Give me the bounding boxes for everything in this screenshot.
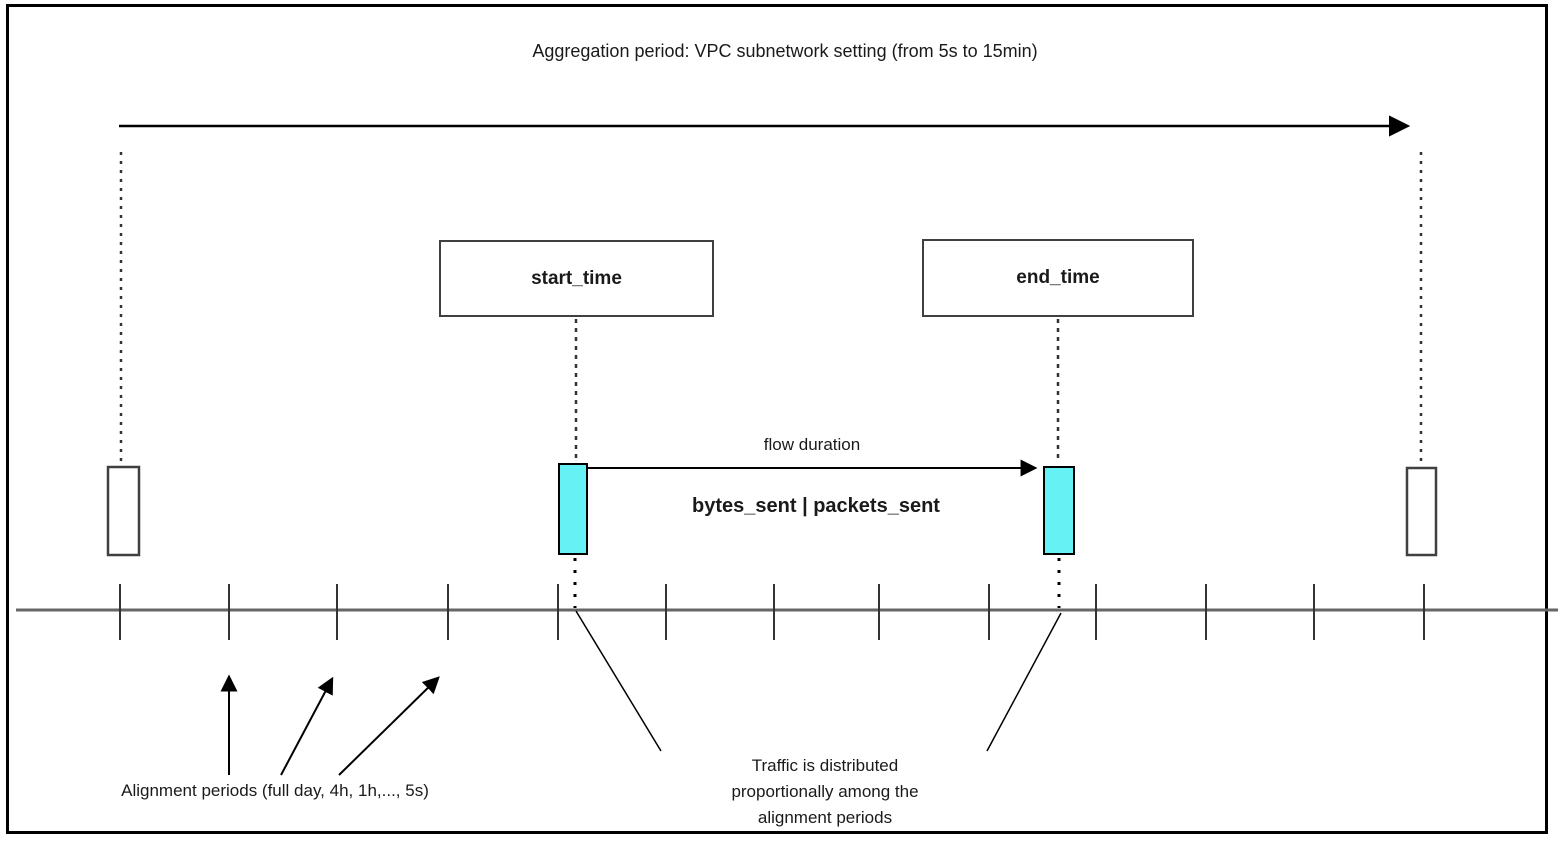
start-callout-line: [575, 610, 662, 752]
diagram-title: Aggregation period: VPC subnetwork setti…: [532, 41, 1038, 61]
left-edge-marker: [106, 465, 141, 557]
alignment-period-ticks: [119, 584, 1425, 640]
traffic-note-line: alignment periods: [757, 808, 893, 827]
alignment-periods-label: Alignment periods (full day, 4h, 1h,...,…: [121, 781, 429, 800]
traffic-distribution-note: Traffic is distributed proportionally am…: [675, 753, 975, 831]
metrics-label: bytes_sent | packets_sent: [692, 495, 940, 517]
end-time-box: end_time: [922, 239, 1194, 317]
flow-duration-label: flow duration: [763, 435, 861, 454]
right-edge-marker: [1405, 466, 1438, 557]
alignment-arrow-3: [338, 676, 440, 776]
start-time-box-label: start_time: [531, 267, 622, 289]
start-flow-marker: [558, 463, 588, 555]
diagram-frame: Aggregation period: VPC subnetwork setti…: [6, 4, 1558, 834]
traffic-note-line: Traffic is distributed: [751, 756, 899, 775]
end-time-box-label: end_time: [1016, 267, 1100, 288]
start-time-box: start_time: [439, 240, 714, 317]
end-callout-line: [986, 612, 1062, 752]
traffic-note-line: proportionally among the: [731, 782, 919, 801]
alignment-arrow-2: [280, 676, 334, 776]
end-flow-marker: [1043, 466, 1075, 555]
diagram-shapes-layer: [16, 115, 1558, 776]
